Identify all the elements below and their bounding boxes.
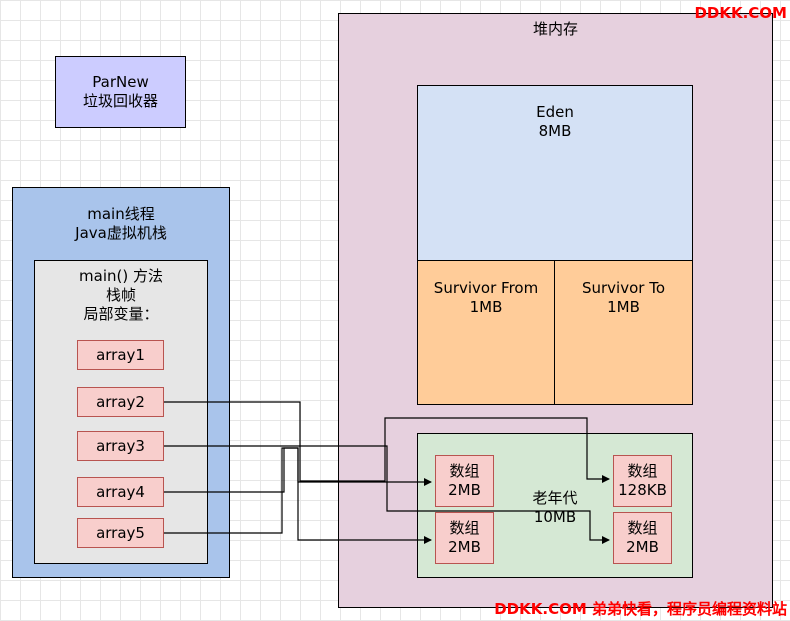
variable-array5: array5	[77, 518, 164, 548]
survivor-from-name: Survivor From	[433, 279, 539, 297]
array-object-3: 数组 128KB	[613, 455, 672, 507]
object-label: 数组	[627, 519, 658, 537]
object-label: 数组	[449, 519, 480, 537]
variable-array3: array3	[77, 431, 164, 461]
array-object-4: 数组 2MB	[613, 512, 672, 564]
frame-method-label: main() 方法	[79, 267, 163, 285]
survivor-to-region: Survivor To 1MB	[554, 260, 693, 405]
array-object-2: 数组 2MB	[435, 512, 494, 564]
thread-subtitle: Java虚拟机栈	[75, 224, 167, 242]
survivor-to-name: Survivor To	[581, 279, 666, 297]
heap-title: 堆内存	[532, 20, 578, 38]
variable-array2: array2	[77, 387, 164, 417]
old-generation-label: 老年代 10MB	[515, 489, 595, 527]
object-size: 128KB	[618, 481, 667, 499]
survivor-from-size: 1MB	[469, 298, 503, 316]
old-generation-name: 老年代	[532, 489, 578, 507]
variable-label: array3	[96, 436, 145, 455]
variable-label: array4	[96, 482, 145, 501]
survivor-from-region: Survivor From 1MB	[417, 260, 555, 405]
eden-region: Eden 8MB	[417, 85, 693, 261]
survivor-to-size: 1MB	[607, 298, 640, 316]
local-variables-label: 局部变量：	[83, 305, 159, 323]
object-size: 2MB	[448, 538, 481, 556]
object-label: 数组	[449, 462, 480, 480]
variable-label: array2	[96, 392, 145, 411]
object-label: 数组	[627, 462, 658, 480]
array-object-1: 数组 2MB	[435, 455, 494, 507]
variable-label: array1	[96, 345, 145, 364]
object-size: 2MB	[626, 538, 659, 556]
variable-label: array5	[96, 523, 145, 542]
eden-name: Eden	[536, 103, 574, 121]
thread-title: main线程	[87, 205, 155, 223]
parnew-collector-box: ParNew 垃圾回收器	[55, 56, 186, 128]
eden-size: 8MB	[538, 122, 572, 140]
variable-array4: array4	[77, 477, 164, 507]
watermark-bottom: DDKK.COM 弟弟快看，程序员编程资料站	[494, 600, 787, 618]
parnew-title: ParNew	[92, 73, 149, 91]
parnew-subtitle: 垃圾回收器	[82, 92, 158, 110]
object-size: 2MB	[448, 481, 481, 499]
old-generation-size: 10MB	[533, 508, 577, 526]
frame-label: 栈帧	[105, 286, 136, 304]
watermark-top: DDKK.COM	[694, 4, 787, 22]
variable-array1: array1	[77, 340, 164, 370]
